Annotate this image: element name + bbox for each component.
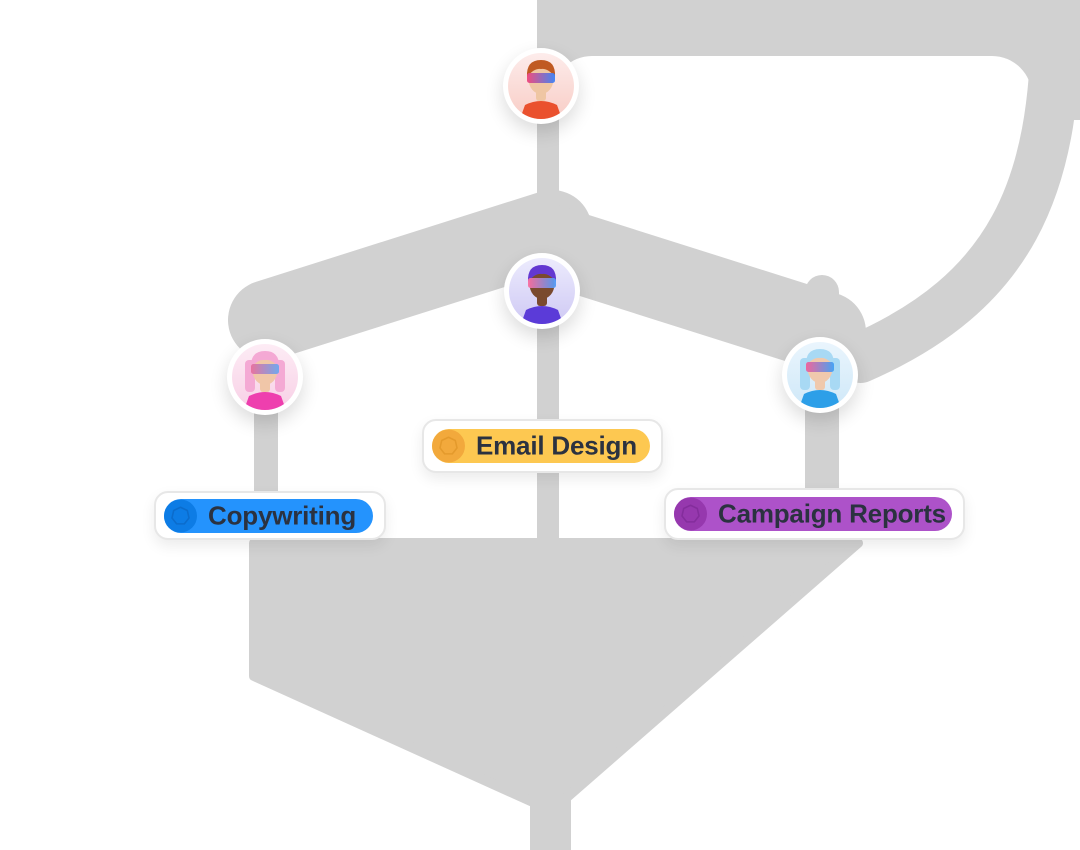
avatar-photo — [232, 344, 298, 410]
avatar-face-illustration — [244, 351, 286, 410]
avatar-top[interactable] — [503, 48, 579, 124]
badge-copywriting[interactable]: Copywriting — [154, 491, 386, 540]
avatar-photo — [787, 342, 853, 408]
badge-label: Email Design — [476, 430, 637, 461]
avatar-right[interactable] — [782, 337, 858, 413]
right-edge-curve — [835, 0, 1080, 383]
badge-dot-icon — [164, 499, 197, 532]
avatar-photo — [508, 53, 574, 119]
glasses-icon — [527, 73, 555, 83]
avatar-left[interactable] — [227, 339, 303, 415]
badge-highlight — [432, 429, 650, 463]
avatar-face-illustration — [520, 60, 562, 119]
badge-label: Campaign Reports — [718, 498, 946, 529]
avatar-center[interactable] — [504, 253, 580, 329]
badge-dot-icon — [432, 429, 465, 463]
badge-dot-icon — [674, 497, 707, 531]
badge-highlight — [674, 497, 952, 531]
badge-highlight — [164, 498, 373, 533]
glasses-icon — [528, 278, 556, 288]
avatar-face-illustration — [799, 349, 841, 408]
avatar-photo — [509, 258, 575, 324]
glasses-icon — [251, 364, 279, 374]
badge-email-design[interactable]: Email Design — [422, 419, 663, 473]
badge-label: Copywriting — [208, 500, 357, 530]
glasses-icon — [806, 362, 834, 372]
right-upper-branch — [508, 204, 866, 372]
avatar-face-illustration — [521, 265, 563, 324]
left-upper-branch — [228, 190, 592, 360]
badge-campaign-reports[interactable]: Campaign Reports — [664, 488, 965, 540]
